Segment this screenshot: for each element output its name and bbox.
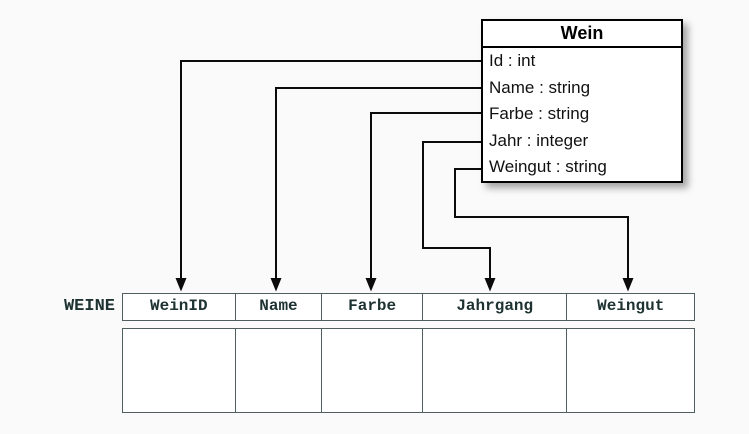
arrowhead-name-to-name — [270, 278, 282, 292]
column-header-jahrgang: Jahrgang — [423, 294, 568, 320]
class-attribute-farbe: Farbe : string — [489, 104, 590, 124]
arrowhead-id-to-weinid — [175, 278, 187, 292]
connector-name-to-name — [275, 87, 481, 279]
body-cell-weinid — [123, 329, 236, 412]
column-header-weingut: Weingut — [597, 297, 665, 315]
arrowhead-jahr-to-jahrgang — [484, 278, 496, 292]
class-attribute-name: Name : string — [489, 77, 591, 97]
class-box-wein: Wein Id : int Name : string Farbe : stri… — [481, 19, 683, 183]
column-header-name: Name — [236, 294, 323, 320]
connector-weingut-to-weingut — [454, 168, 629, 279]
body-cell-jahrgang — [423, 329, 568, 412]
table-name-label: WEINE — [63, 297, 115, 316]
connector-id-to-weinid — [180, 60, 481, 279]
arrowhead-weingut-to-weingut — [622, 278, 634, 292]
table-header-row: WeinID Name Farbe Jahrgang Weingut — [122, 293, 695, 321]
column-header-weinid: WeinID — [123, 294, 236, 320]
class-attribute-jahr: Jahr : integer — [489, 130, 589, 150]
body-cell-farbe — [322, 329, 423, 412]
table-body-row — [122, 328, 695, 413]
class-attribute-weingut: Weingut : string — [489, 157, 607, 177]
connector-farbe-to-farbe — [370, 112, 481, 279]
body-cell-weingut — [567, 329, 694, 412]
arrowhead-farbe-to-farbe — [365, 278, 377, 292]
class-attribute-id: Id : int — [489, 51, 536, 70]
connector-jahr-to-jahrgang — [422, 141, 491, 279]
class-box-title: Wein — [483, 21, 681, 48]
body-cell-name — [236, 329, 323, 412]
column-header-farbe: Farbe — [322, 294, 423, 320]
